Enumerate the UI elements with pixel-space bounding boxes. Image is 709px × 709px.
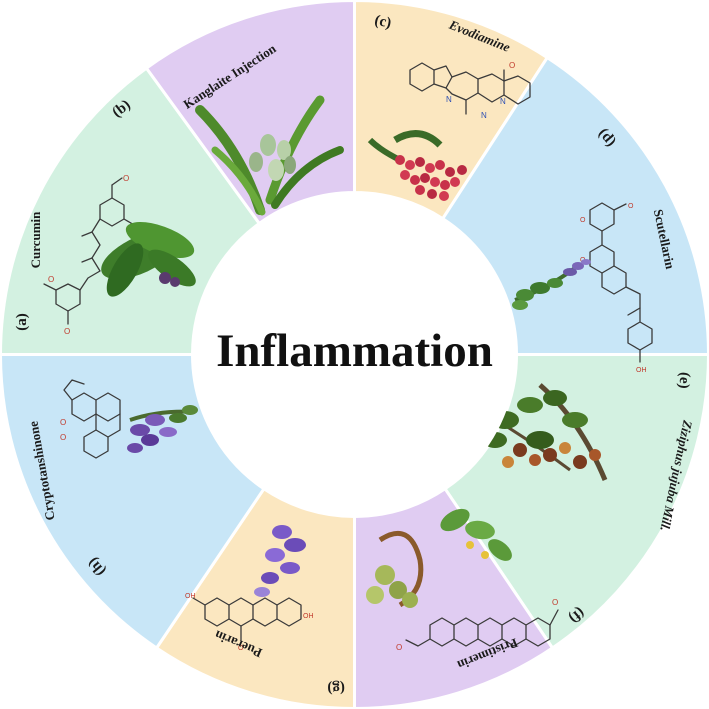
evodiamine-structure: N N N O <box>409 61 531 120</box>
svg-text:O: O <box>580 217 586 224</box>
letter-g: (g) <box>327 680 345 697</box>
svg-text:O: O <box>552 598 558 607</box>
pristimerin-branches-image <box>366 508 512 608</box>
svg-text:O: O <box>123 174 129 183</box>
cryptotanshinone-structure: O O <box>60 379 121 459</box>
svg-text:N: N <box>481 111 487 120</box>
kudzu-flower-image <box>254 525 306 597</box>
scutellarin-illustration: O O O OH <box>512 202 653 374</box>
pristimerin-illustration: O O <box>366 508 559 652</box>
letter-a: (a) <box>14 313 30 331</box>
svg-text:O: O <box>396 643 402 652</box>
letter-e: (e) <box>675 371 692 389</box>
center-circle <box>192 192 517 517</box>
coix-plant-illustration <box>195 95 344 216</box>
letter-c: (c) <box>373 13 393 32</box>
svg-text:N: N <box>446 95 452 104</box>
svg-text:OH: OH <box>636 367 647 374</box>
curcuma-plant-image <box>101 221 196 297</box>
center-title: Inflammation <box>216 325 493 377</box>
evodia-berries-image <box>367 130 467 201</box>
title-curcumin: Curcumin <box>28 211 43 269</box>
svg-text:O: O <box>64 327 70 336</box>
scutellaria-plant-image <box>512 259 591 310</box>
svg-text:OH: OH <box>185 593 196 600</box>
svg-text:O: O <box>60 418 66 427</box>
salvia-flower-image <box>127 405 198 453</box>
cryptotanshinone-illustration: O O <box>60 379 198 459</box>
svg-text:O: O <box>48 275 54 284</box>
puerarin-structure: OH O OH <box>185 593 314 652</box>
svg-text:O: O <box>509 61 515 70</box>
evodiamine-illustration: N N N O <box>367 61 531 201</box>
svg-text:O: O <box>628 203 634 210</box>
puerarin-illustration: OH O OH <box>185 525 314 652</box>
svg-text:O: O <box>60 433 66 442</box>
pristimerin-structure: O O <box>396 598 559 652</box>
svg-text:N: N <box>500 97 506 106</box>
curcumin-illustration: O O OH O <box>43 174 196 336</box>
svg-text:OH: OH <box>303 613 314 620</box>
svg-text:O: O <box>238 645 244 652</box>
